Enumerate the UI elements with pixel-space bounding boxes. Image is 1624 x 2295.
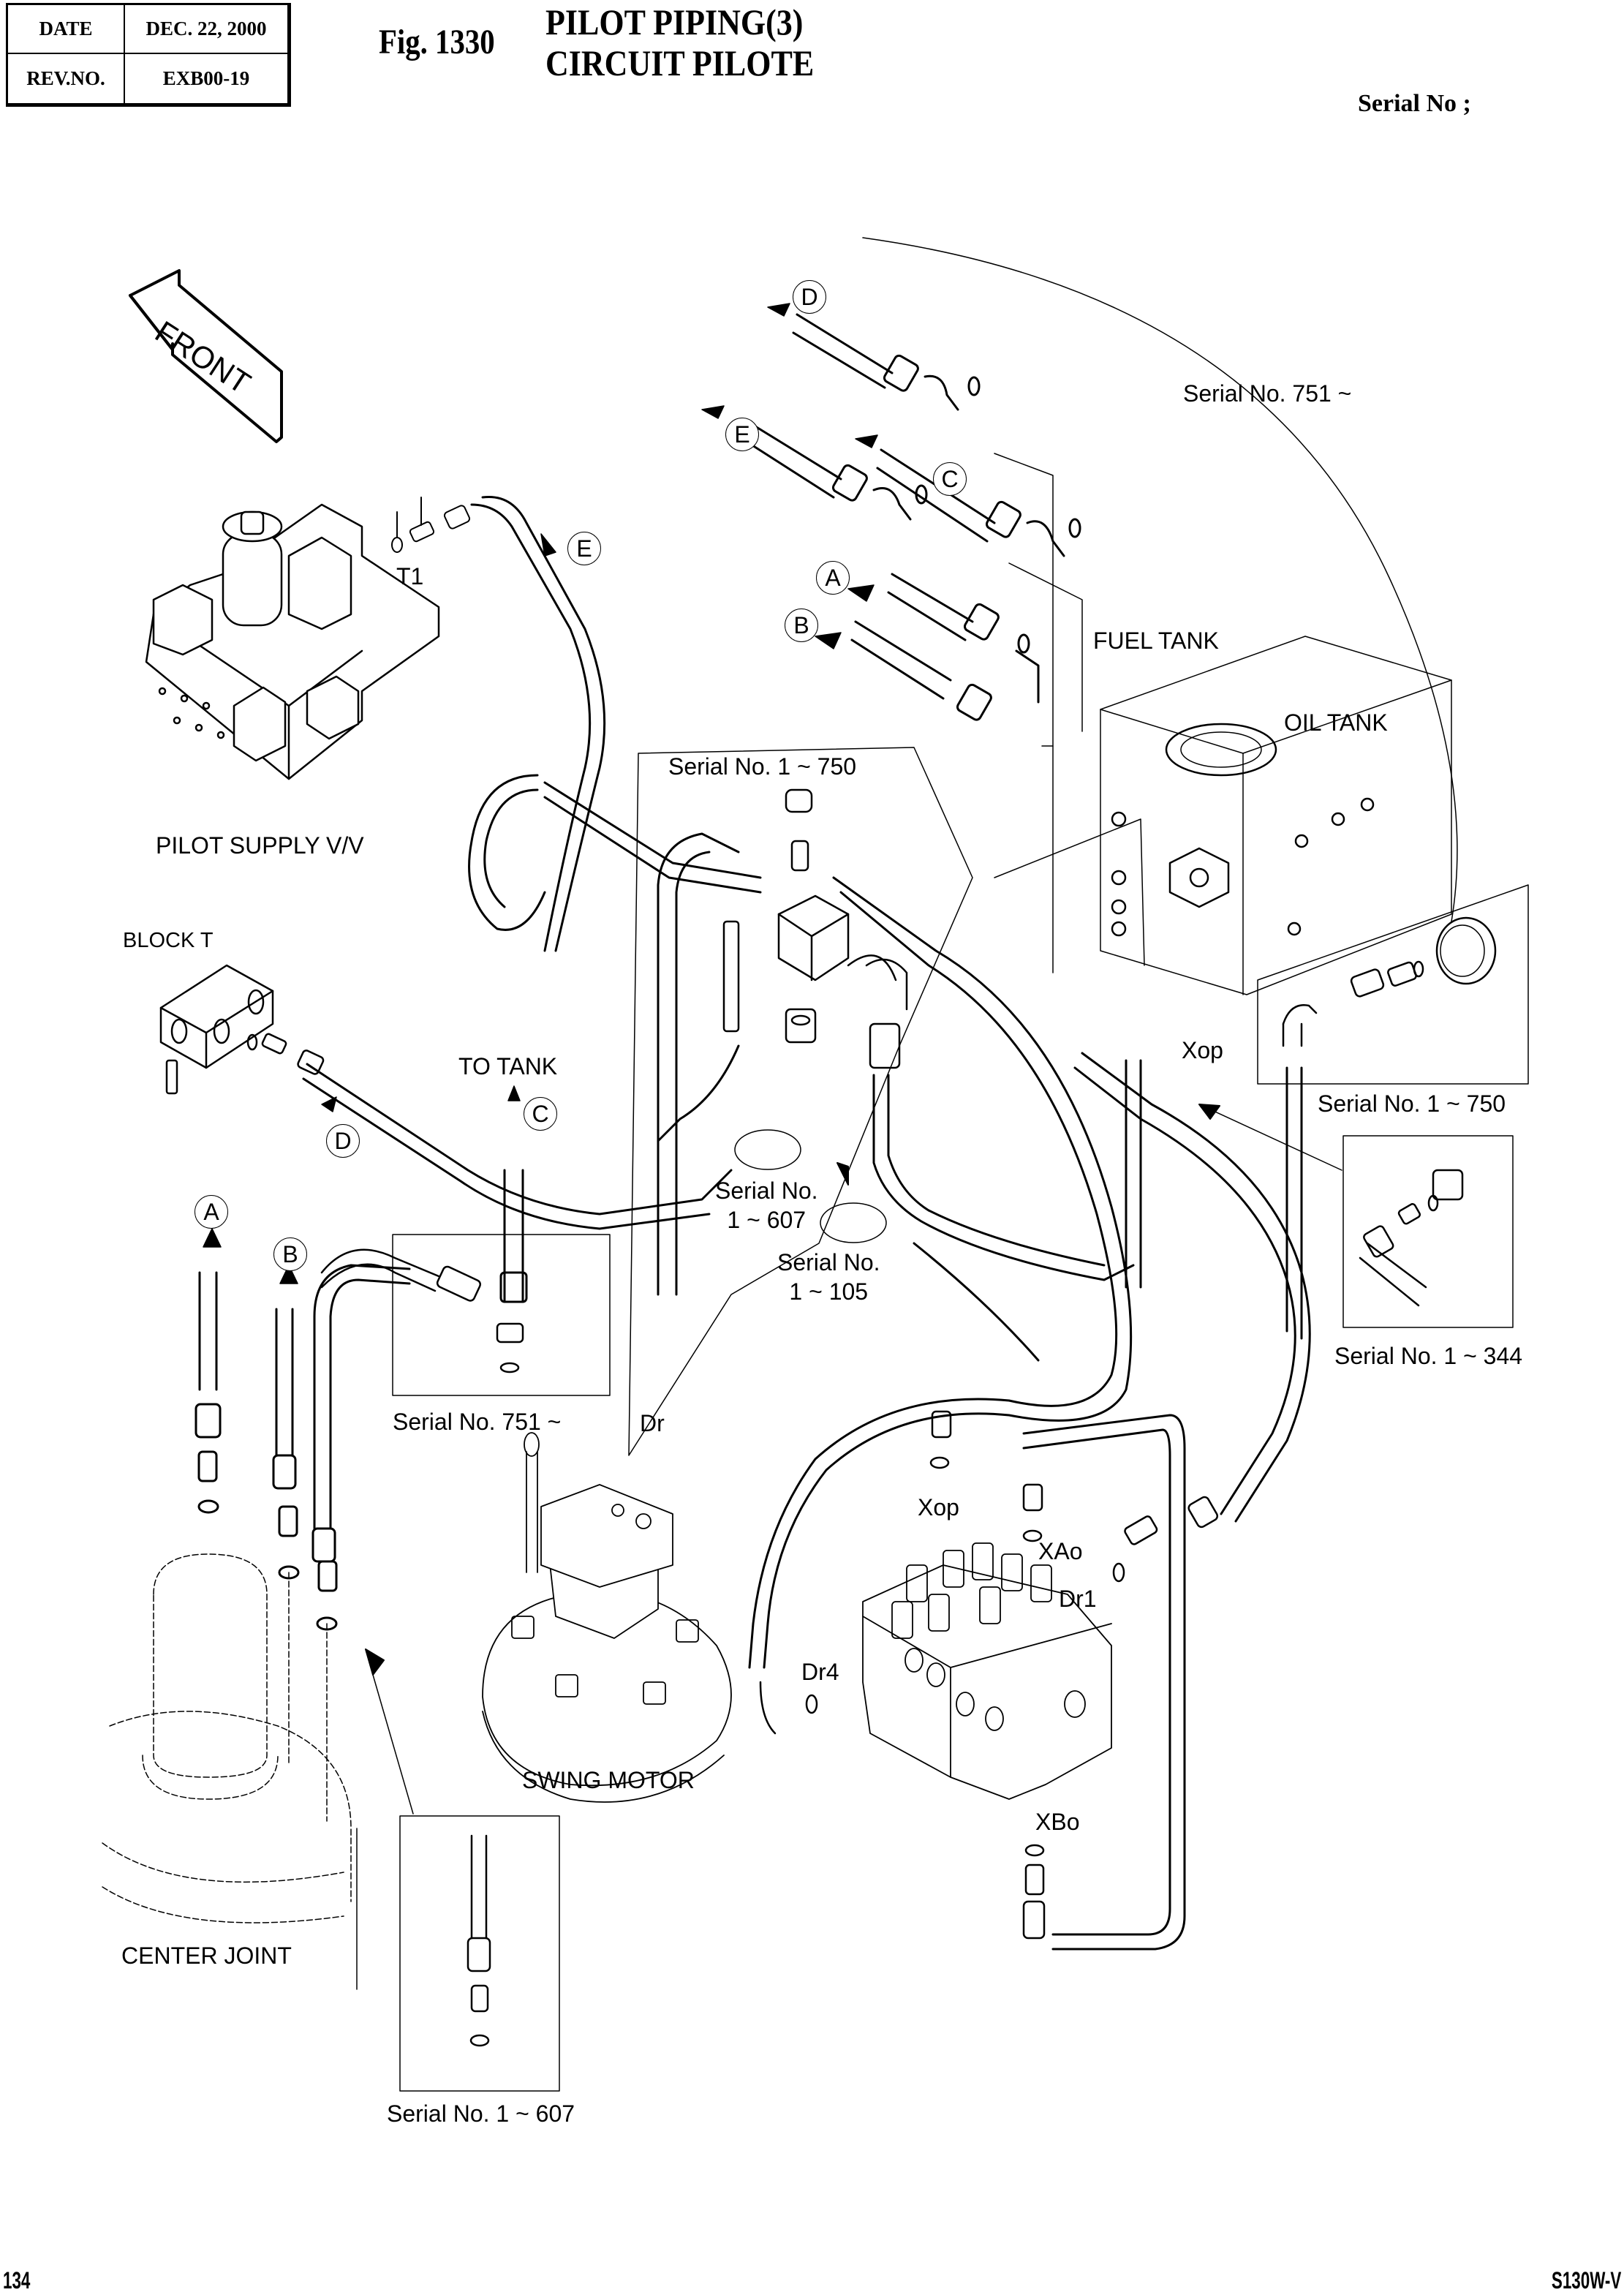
hose-a-b-middle [872,1074,1135,1362]
date-label: DATE [8,5,125,54]
long-hose-center-1 [657,832,740,1296]
tank-outlines [994,453,1452,995]
revision-table: DATE DEC. 22, 2000 REV.NO. EXB00-19 [6,3,291,107]
detail-box-1-344 [1342,1135,1514,1328]
callout-d-block: D [326,1124,360,1158]
serial-note-1-607-line1: Serial No. [715,1177,818,1204]
port-xop-tank-label: Xop [1182,1037,1223,1063]
port-xbo-label: XBo [1035,1809,1080,1835]
pilot-supply-valve-drawing [145,503,440,780]
hose-c-to-tank [499,1169,528,1303]
serial-note-1-750-right: Serial No. 1 ~ 750 [1318,1090,1506,1117]
control-valve-drawing [862,1542,1112,1800]
detail-outline-1-750-center [628,747,973,1456]
serial-note-751-top: Serial No. 751 ~ [1183,380,1352,407]
port-xop-valve-label: Xop [918,1494,959,1520]
serial-note-1-344: Serial No. 1 ~ 344 [1334,1343,1523,1369]
date-value: DEC. 22, 2000 [125,5,287,54]
callout-b-top: B [785,608,818,642]
boundary-arc [862,237,1458,922]
port-dr4-label: Dr4 [801,1659,839,1685]
detail-344-fittings [1359,1169,1464,1307]
t1-fittings [391,497,471,553]
callout-e-top: E [725,418,759,451]
serial-note-1-105-line1: Serial No. [777,1249,880,1275]
oval-607 [734,1129,801,1170]
center-joint-hoses [194,1264,411,1631]
center-tee-block [722,788,908,1069]
rev-value: EXB00-19 [162,67,250,89]
port-dr1-label: Dr1 [1059,1586,1097,1612]
center-joint-label: CENTER JOINT [121,1942,292,1969]
swing-motor-label: SWING MOTOR [522,1767,695,1793]
title-line-1: PILOT PIPING(3) [545,1,804,42]
to-tank-label: TO TANK [458,1053,558,1079]
long-hose-center-2 [748,876,1133,1669]
serial-note-1-607-line2: 1 ~ 607 [727,1207,807,1233]
upper-hoses [741,313,1081,721]
figure-number: Fig. 1330 [379,23,495,61]
block-t-label: BLOCK T [123,929,214,952]
leader-344 [1198,1104,1342,1171]
detail-box-751 [392,1234,611,1396]
serial-note-1-607-mid: Serial No. 1 ~ 607 [715,1176,818,1235]
callout-d-top: D [793,280,826,314]
center-joint-drawing [102,1553,352,1923]
callout-c-tank: C [524,1097,557,1131]
hose-e-loop [468,495,762,952]
figure-title: PILOT PIPING(3) CIRCUIT PILOTE [545,1,814,83]
control-valve-fittings [759,1410,1219,1940]
callout-c-top: C [933,462,967,496]
tank-ports [1111,797,1375,937]
fuel-tank-label: FUEL TANK [1093,628,1219,654]
flow-arrows [203,303,878,1284]
title-line-2: CIRCUIT PILOTE [545,42,815,83]
arrow-607 [365,1648,385,1676]
front-arrow-icon [129,269,283,443]
serial-note-1-750-center: Serial No. 1 ~ 750 [668,753,857,780]
callout-b-center: B [273,1237,307,1271]
serial-note-1-105-line2: 1 ~ 105 [789,1278,869,1305]
serial-note-1-607-bottom: Serial No. 1 ~ 607 [387,2100,575,2127]
hose-d-to-block [302,1063,733,1230]
pilot-supply-valve-label: PILOT SUPPLY V/V [156,832,364,859]
detail-box-1-750-right [1257,884,1529,1085]
block-t-drawing [159,964,325,1095]
gauge-drawing [1282,916,1497,1047]
detail-box-1-607 [399,1815,560,2092]
port-t1-label: T1 [396,563,424,589]
page-number: 134 [3,2267,31,2294]
detail-607-fittings [467,1834,491,2047]
arrow-344 [1198,1104,1220,1120]
right-long-hoses [1022,1052,1311,1951]
serial-note-1-105: Serial No. 1 ~ 105 [777,1248,880,1306]
rev-label: REV.NO. [8,54,125,103]
callout-e-pilot: E [567,532,601,565]
oval-105 [820,1202,887,1243]
callout-a-center: A [194,1195,228,1229]
serial-header: Serial No ; [1358,90,1471,117]
port-dr-label: Dr [640,1410,665,1436]
port-xao-label: XAo [1038,1538,1083,1564]
detail-751-fittings [320,1248,524,1373]
swing-motor-drawing [482,1432,732,1803]
oil-tank-label: OIL TANK [1284,709,1388,736]
leader-607-to-center [372,1674,414,1814]
serial-note-751-swing: Serial No. 751 ~ [393,1409,562,1435]
arrow-105 [836,1162,849,1186]
model-code: S130W-V [1551,2267,1621,2294]
callout-a-top: A [816,561,850,595]
